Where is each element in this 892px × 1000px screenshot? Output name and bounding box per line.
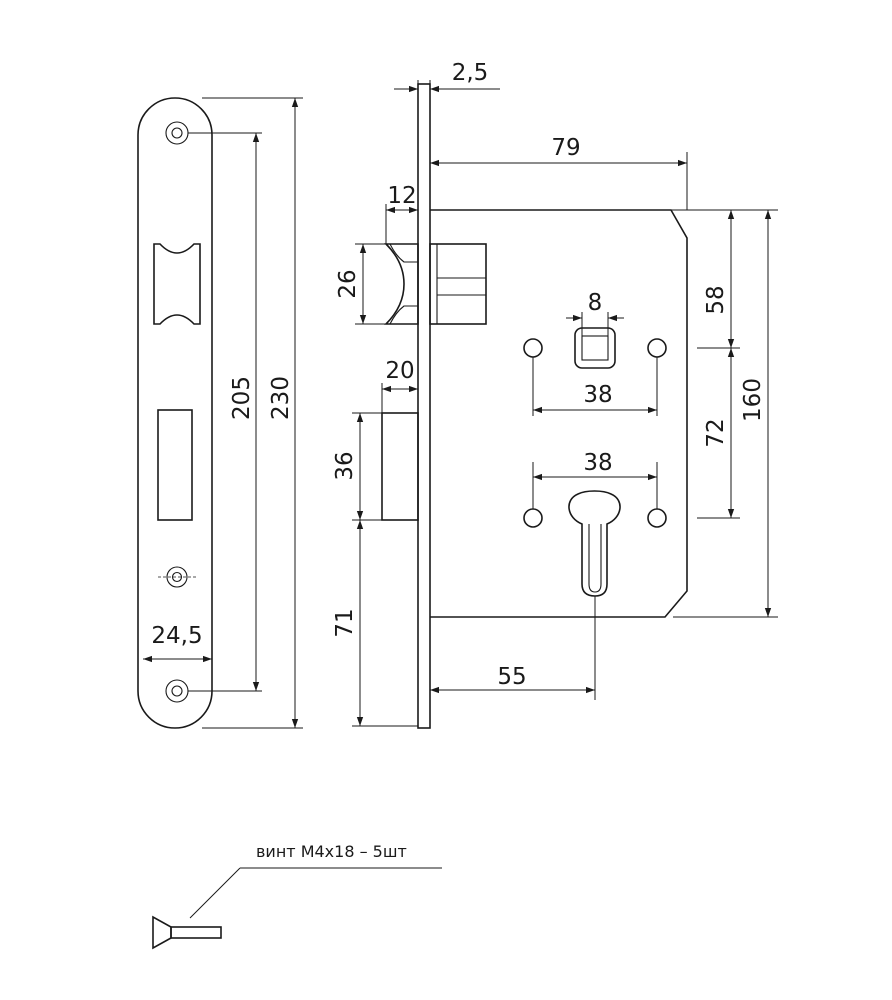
dim-backset: 55 <box>430 596 596 700</box>
cylinder-screw-hole-left <box>523 508 543 528</box>
label-plate-width: 24,5 <box>151 623 202 649</box>
label-faceplate-thickness: 2,5 <box>452 60 489 86</box>
label-handle-screw-spacing: 38 <box>583 382 612 408</box>
latch-opening <box>153 243 201 325</box>
label-latch-projection: 12 <box>387 183 416 209</box>
label-hole-spacing: 205 <box>229 376 255 420</box>
dim-spindle-square: 8 <box>566 290 624 336</box>
dim-faceplate-thickness: 2,5 <box>394 60 500 96</box>
label-spindle-square: 8 <box>588 290 603 316</box>
dim-deadbolt-height: 36 <box>332 412 382 521</box>
dim-handle-screw-spacing: 38 <box>532 357 658 416</box>
cylinder-screw-hole-right <box>647 508 667 528</box>
spindle-hub <box>574 327 616 369</box>
label-case-depth: 79 <box>551 135 580 161</box>
handle-screw-hole-left <box>523 338 543 358</box>
strike-plate-outline <box>137 97 213 729</box>
lock-body <box>381 83 688 729</box>
lock-case <box>430 209 688 618</box>
deadbolt-opening <box>157 409 193 521</box>
dim-top-to-spindle: 58 <box>671 209 778 349</box>
label-bottom-offset: 71 <box>332 608 358 637</box>
latch-tail <box>429 243 487 325</box>
screw-callout: винт М4х18 – 5шт <box>189 842 442 919</box>
deadbolt <box>381 412 419 521</box>
bottom-screw-hole <box>165 679 189 703</box>
dim-cylinder-screw-spacing: 38 <box>532 450 658 509</box>
handle-screw-hole-right <box>647 338 667 358</box>
dim-case-height: 160 <box>673 210 778 618</box>
dim-deadbolt-projection: 20 <box>381 358 418 413</box>
label-deadbolt-height: 36 <box>332 451 358 480</box>
top-screw-hole <box>165 121 189 145</box>
label-backset: 55 <box>497 664 526 690</box>
label-spindle-to-cylinder: 72 <box>703 418 729 447</box>
dim-bottom-offset: 71 <box>332 520 418 727</box>
dim-hole-spacing: 205 <box>188 132 262 692</box>
label-case-height: 160 <box>740 378 766 422</box>
latch-bolt <box>384 243 419 325</box>
label-plate-height: 230 <box>268 376 294 420</box>
label-latch-height: 26 <box>335 269 361 298</box>
label-deadbolt-projection: 20 <box>385 358 414 384</box>
dim-latch-projection: 12 <box>385 183 419 244</box>
faceplate <box>417 83 431 729</box>
screw-note-text: винт М4х18 – 5шт <box>256 842 407 861</box>
dim-case-depth: 79 <box>430 135 688 210</box>
label-top-to-spindle: 58 <box>703 285 729 314</box>
cylinder-cutout <box>568 490 621 597</box>
middle-screw-hole <box>158 566 196 588</box>
dim-plate-width: 24,5 <box>143 623 212 663</box>
dim-latch-height: 26 <box>335 243 386 325</box>
screw-icon <box>152 915 222 950</box>
label-cylinder-screw-spacing: 38 <box>583 450 612 476</box>
dim-plate-height: 230 <box>202 97 303 729</box>
dim-spindle-to-cylinder: 72 <box>697 348 740 519</box>
